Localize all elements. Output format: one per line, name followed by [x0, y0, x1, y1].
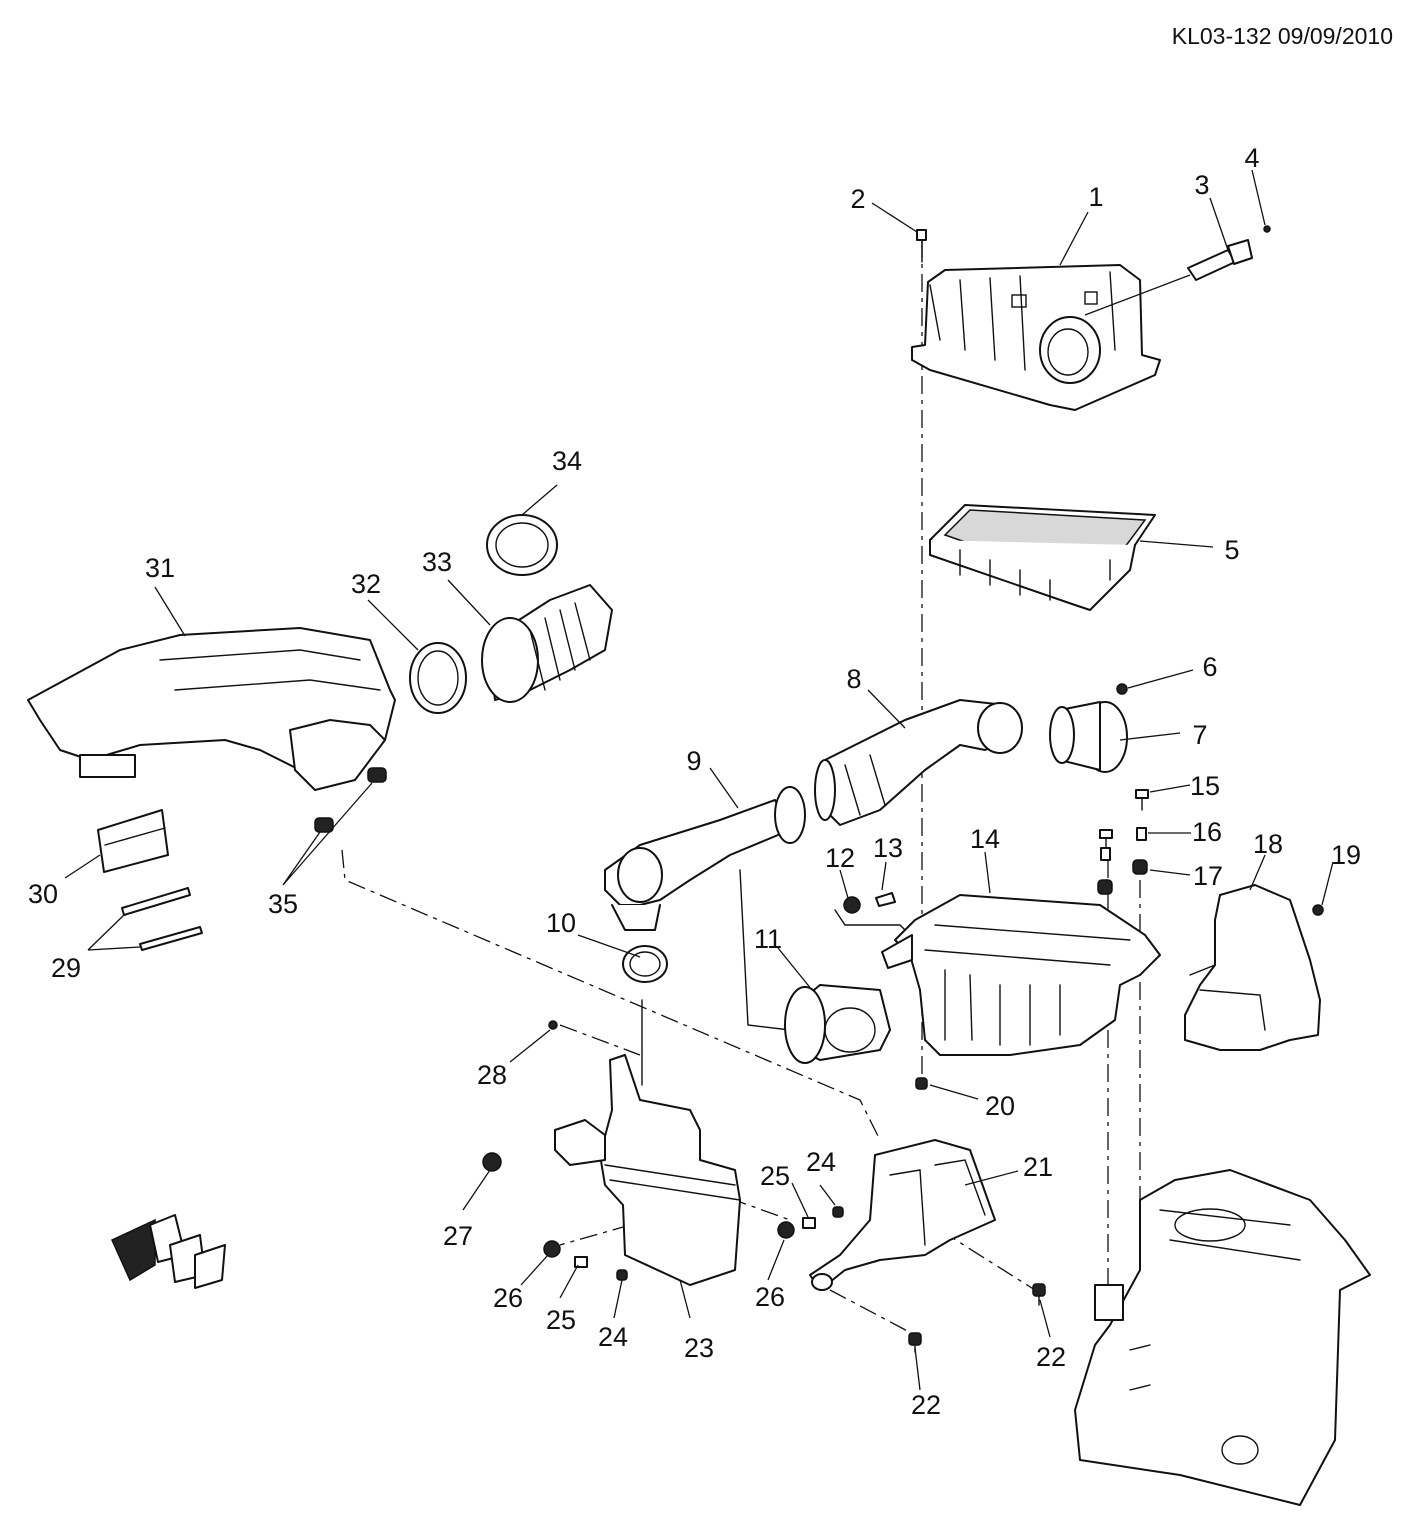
callout-28: 28: [477, 1060, 507, 1090]
part-8-outlet-duct: [814, 699, 1023, 826]
part-13-fastener: [875, 892, 896, 907]
engine-block: [1074, 1169, 1371, 1506]
callout-24b: 24: [598, 1322, 628, 1352]
part-26-grommet: [543, 1221, 795, 1258]
orientation-icon: [111, 1214, 226, 1289]
callout-22b: 22: [911, 1390, 941, 1420]
callout-22a: 22: [1036, 1342, 1066, 1372]
part-1-air-cleaner-cover: [911, 264, 1161, 411]
part-24-bolt: [616, 1206, 844, 1281]
part-5-air-filter: [929, 504, 1156, 611]
callout-7: 7: [1192, 720, 1207, 750]
part-25-spacer: [574, 1217, 816, 1268]
part-29-pin: [121, 887, 203, 951]
callout-29: 29: [51, 953, 81, 983]
part-16-spacer: [1100, 827, 1147, 861]
callout-19: 19: [1331, 840, 1361, 870]
callout-14: 14: [970, 824, 1000, 854]
part-22-bolt: [908, 1283, 1046, 1353]
part-28-screw: [548, 1020, 558, 1030]
part-27-grommet: [482, 1152, 502, 1172]
callout-23: 23: [684, 1333, 714, 1363]
part-23-resonator: [554, 1054, 741, 1286]
callout-30: 30: [28, 879, 58, 909]
callout-3: 3: [1194, 170, 1209, 200]
callout-34: 34: [552, 446, 582, 476]
callout-6: 6: [1202, 652, 1217, 682]
part-4-screw: [1263, 225, 1271, 233]
part-31-engine-cover: [27, 627, 396, 791]
callout-18: 18: [1253, 829, 1283, 859]
callout-5: 5: [1224, 535, 1239, 565]
callout-17: 17: [1193, 861, 1223, 891]
callout-8: 8: [846, 664, 861, 694]
callout-33: 33: [422, 547, 452, 577]
callout-13: 13: [873, 833, 903, 863]
part-9-duct-elbow: [604, 786, 806, 931]
part-20-nut: [915, 1077, 928, 1090]
callout-11: 11: [754, 924, 782, 954]
callout-25b: 25: [546, 1305, 576, 1335]
callout-15: 15: [1190, 771, 1220, 801]
part-17-grommet: [1097, 859, 1148, 895]
callout-32: 32: [351, 569, 381, 599]
callout-24a: 24: [806, 1147, 836, 1177]
part-33-intake-duct: [481, 584, 613, 703]
leader-lines: [64, 169, 1334, 1391]
part-3-sensor: [1187, 239, 1253, 281]
part-34-clamp: [486, 514, 558, 576]
part-35-grommet: [314, 767, 387, 833]
part-21-bracket: [809, 1139, 996, 1291]
callout-35: 35: [268, 889, 298, 919]
part-30-retainer: [97, 809, 169, 873]
callout-16: 16: [1192, 817, 1222, 847]
part-32-clamp: [409, 642, 467, 714]
part-6-screw: [1116, 683, 1128, 695]
part-18-baffle: [1184, 884, 1321, 1051]
callout-20: 20: [985, 1091, 1015, 1121]
callout-12: 12: [825, 843, 855, 873]
callout-2: 2: [850, 184, 865, 214]
assembly-guide-lines: [341, 240, 1141, 1336]
callout-27: 27: [443, 1221, 473, 1251]
callout-25a: 25: [760, 1161, 790, 1191]
part-2-bolt: [916, 229, 927, 263]
part-14-air-cleaner-lower-housing: [881, 894, 1161, 1056]
callout-4: 4: [1244, 143, 1259, 173]
callout-labels: 1 2 3 4 5 6 7 8 9 10 11 12 13 14 15 16 1…: [28, 143, 1361, 1420]
callout-26a: 26: [755, 1282, 785, 1312]
part-10-clamp: [622, 945, 668, 983]
part-11-coupler: [784, 984, 891, 1064]
part-19-screw: [1312, 904, 1324, 916]
callout-31: 31: [145, 553, 175, 583]
callout-26b: 26: [493, 1283, 523, 1313]
callout-1: 1: [1088, 182, 1103, 212]
callout-9: 9: [686, 746, 701, 776]
callout-21: 21: [1023, 1152, 1053, 1182]
part-12-grommet: [843, 896, 861, 914]
callout-10: 10: [546, 908, 576, 938]
part-7-mass-airflow-housing: [1049, 701, 1128, 773]
diagram-reference-code: KL03-132 09/09/2010: [1172, 23, 1393, 49]
